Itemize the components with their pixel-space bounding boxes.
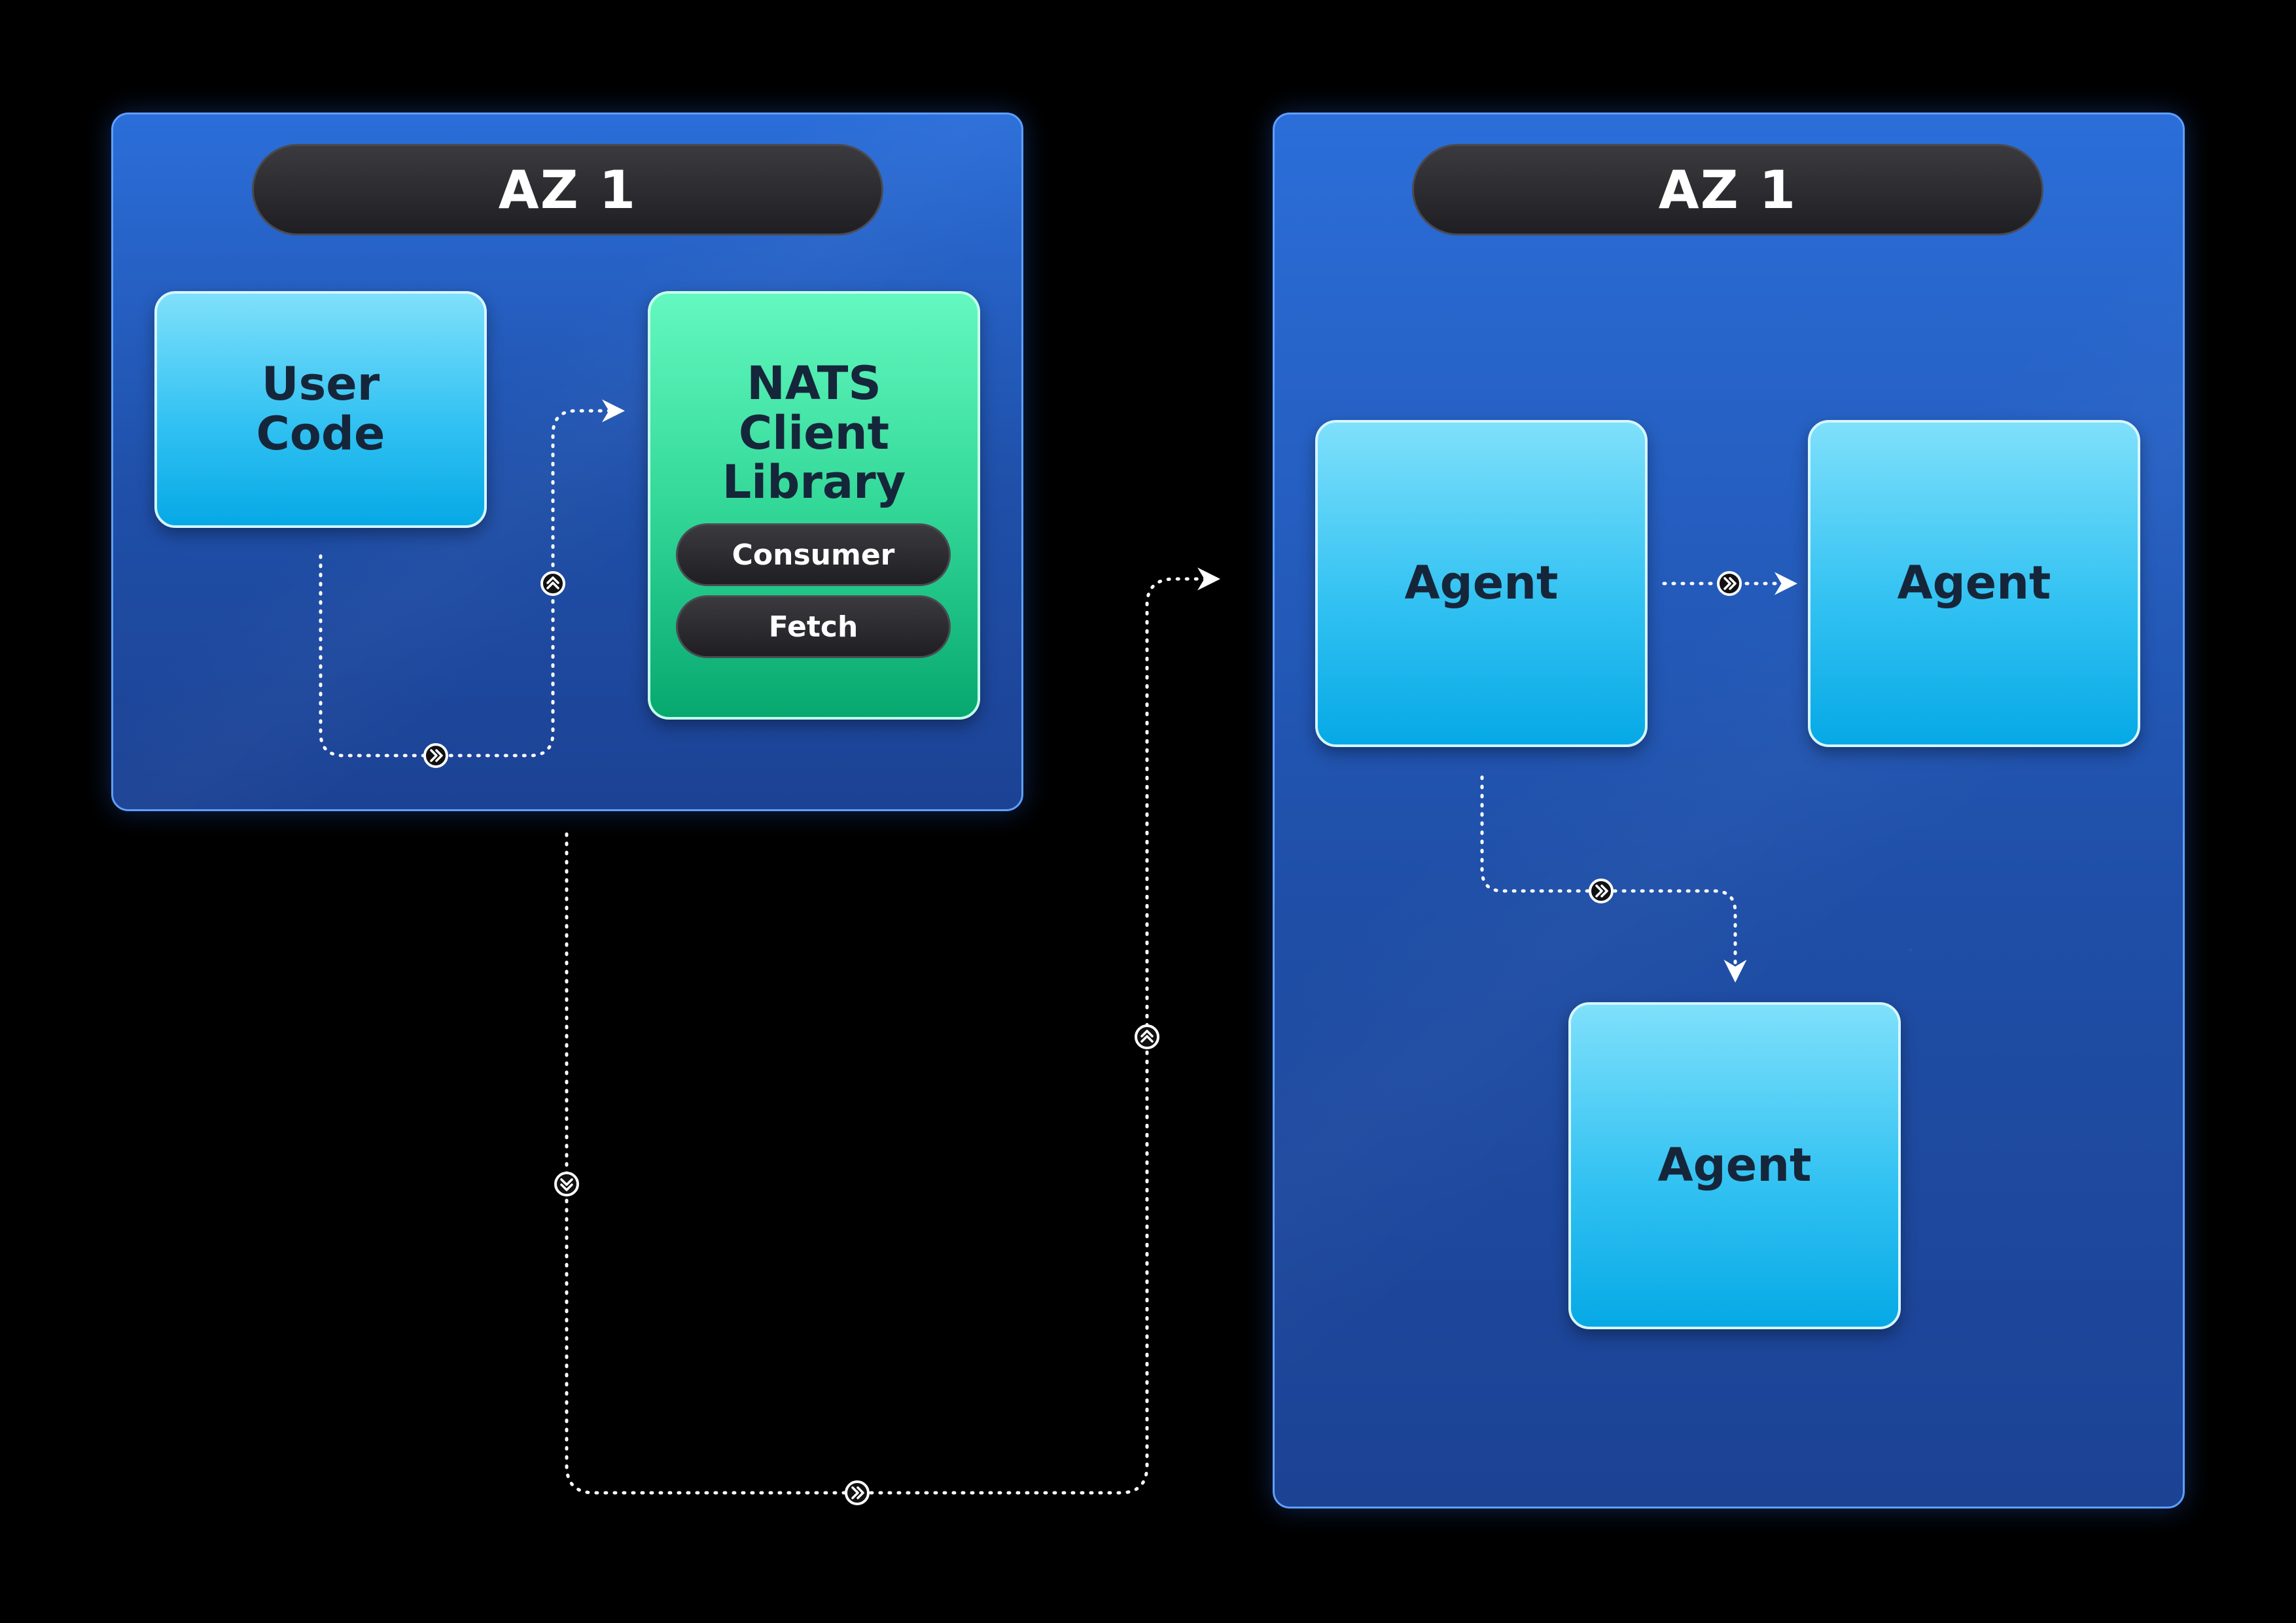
chevron-right-icon [423,743,448,768]
chevron-right-icon [845,1480,870,1505]
nats-client-library-label: NATS Client Library [650,357,978,510]
nats-label-line1: NATS [747,357,881,410]
agent-box-bottom: Agent [1568,1002,1901,1329]
connector-user-to-nats [319,399,625,758]
nats-client-library-box: NATS Client Library [648,291,980,720]
chevron-down-icon [554,1172,579,1196]
chevron-right-icon [1589,879,1614,903]
nats-label-line3: Library [722,455,906,510]
user-code-box: User Code [154,291,487,528]
fetch-pill: Fetch [676,595,951,658]
connector-left-to-right-zone [565,567,1220,1495]
agent-box-top-left: Agent [1315,420,1648,747]
zone-left-title: AZ 1 [252,144,883,236]
user-code-label-line1: User [261,357,380,411]
nats-label-line2: Client [738,406,890,460]
zone-right-title: AZ 1 [1412,144,2043,236]
chevron-right-icon [1717,571,1742,596]
connector-agent-to-agent-bottom [1480,775,1747,983]
chevron-up-icon [1135,1024,1159,1049]
consumer-pill: Consumer [676,523,951,586]
user-code-label-line2: Code [256,407,385,461]
chevron-up-icon [540,571,565,596]
agent-box-top-right: Agent [1808,420,2140,747]
